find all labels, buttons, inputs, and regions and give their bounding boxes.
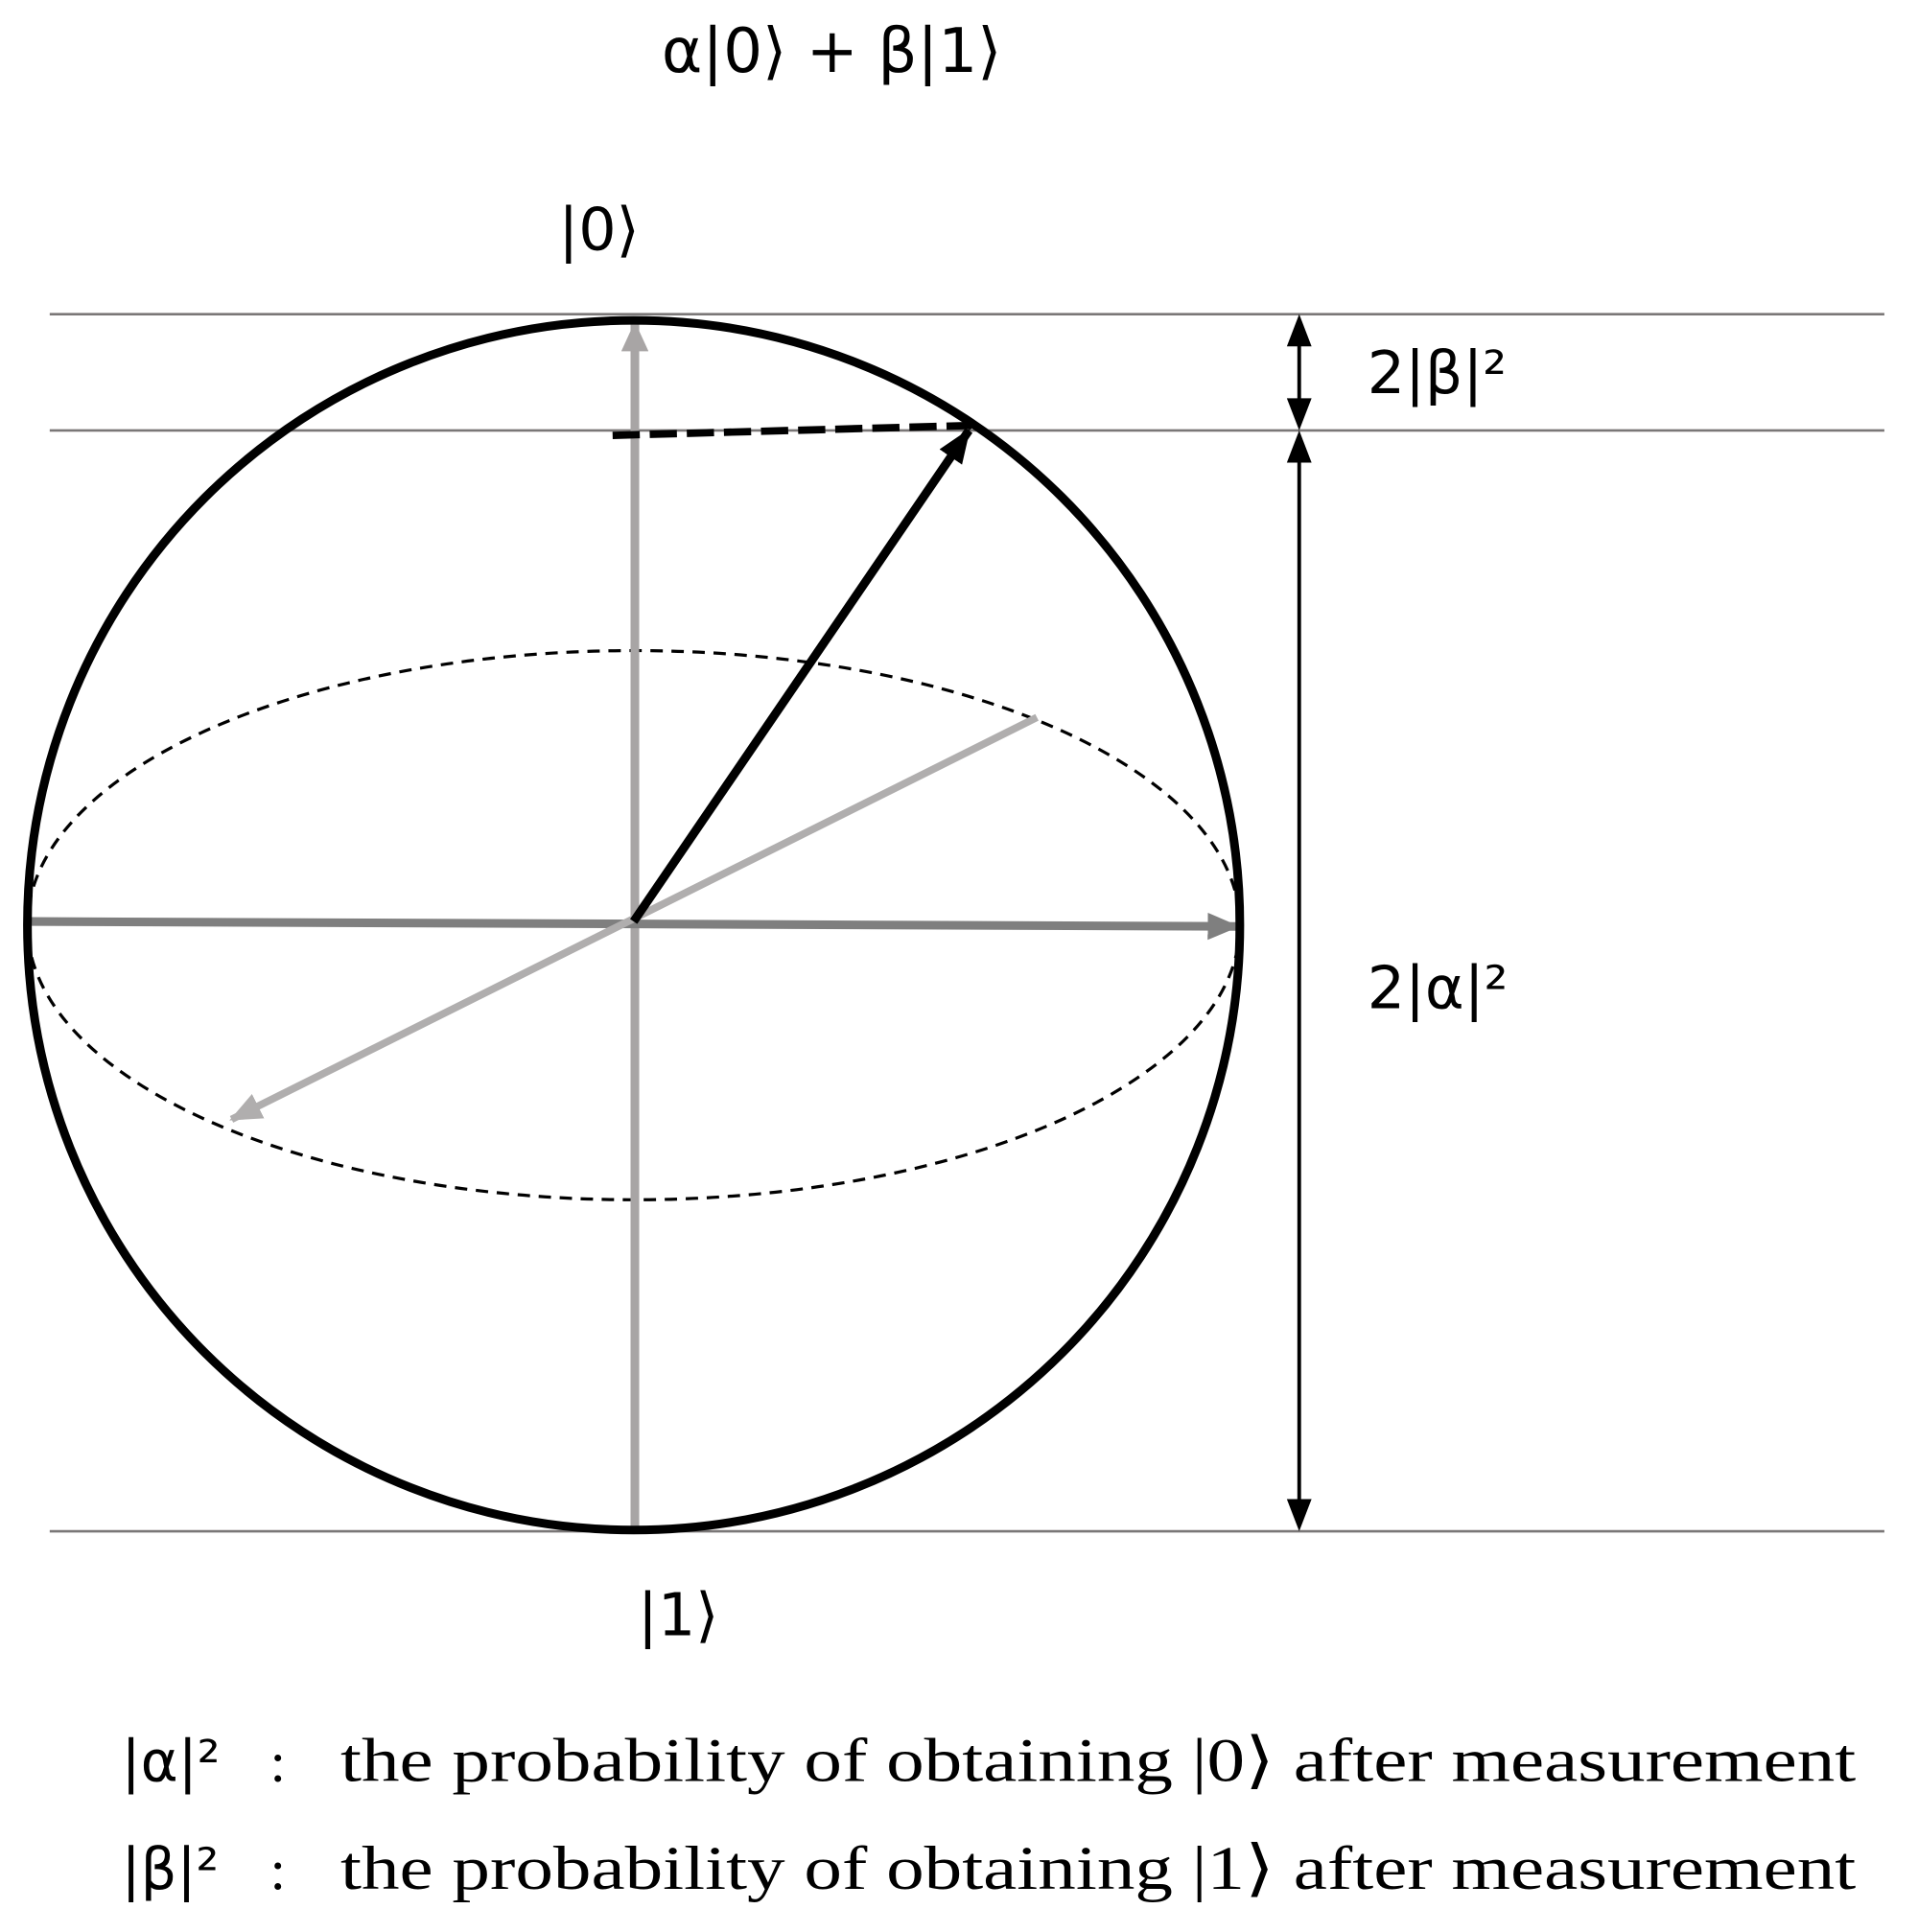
legend-alpha-text: the probability of obtaining |0⟩ after m… bbox=[340, 1727, 1856, 1795]
legend-alpha-separator: : bbox=[269, 1731, 285, 1794]
legend-beta-separator: : bbox=[269, 1838, 285, 1901]
ket-one-label: |1⟩ bbox=[638, 1580, 718, 1650]
legend: |α|² : the probability of obtaining |0⟩ … bbox=[122, 1727, 1857, 1902]
legend-beta-symbol: |β|² bbox=[122, 1836, 220, 1902]
state-equation-title: α|0⟩ + β|1⟩ bbox=[662, 15, 1002, 87]
alpha-dimension-arrowhead-top bbox=[1286, 430, 1312, 463]
legend-alpha-symbol: |α|² bbox=[122, 1729, 221, 1795]
projection-dashed-line bbox=[612, 421, 972, 439]
bloch-sphere-outline bbox=[23, 315, 1245, 1535]
x-axis-arrow bbox=[27, 912, 1240, 941]
beta-dimension-arrowhead-top bbox=[1286, 314, 1312, 347]
state-vector-arrow bbox=[629, 428, 973, 924]
alpha-dimension-arrowhead-bottom bbox=[1286, 1499, 1312, 1532]
beta-height-label: 2|β|² bbox=[1368, 338, 1507, 408]
beta-dimension-arrowhead-bottom bbox=[1286, 398, 1312, 431]
alpha-height-label: 2|α|² bbox=[1368, 953, 1509, 1023]
legend-beta-text: the probability of obtaining |1⟩ after m… bbox=[340, 1834, 1856, 1902]
ket-zero-label: |0⟩ bbox=[558, 196, 639, 266]
